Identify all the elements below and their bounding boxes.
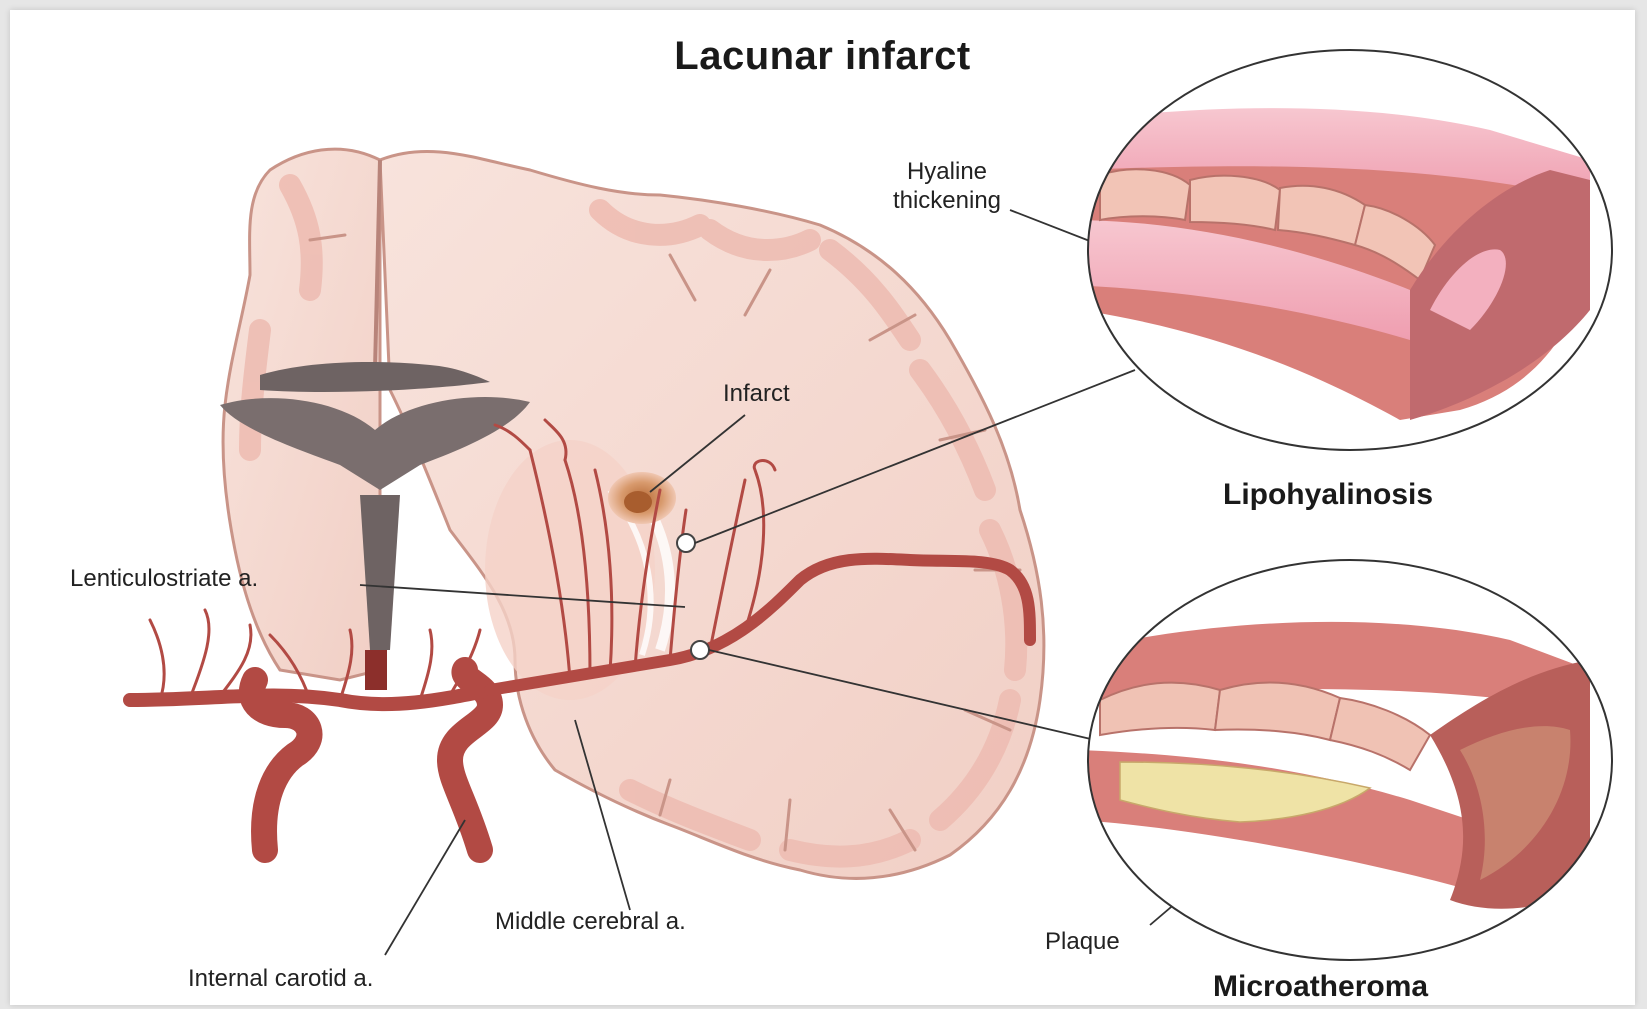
right-hemisphere	[380, 151, 1044, 878]
label-hyaline-thickening: Hyaline thickening	[872, 158, 1022, 216]
label-hyaline-line1: Hyaline	[872, 158, 1022, 187]
label-infarct: Infarct	[723, 380, 790, 409]
label-internal-carotid: Internal carotid a.	[188, 965, 373, 994]
figure-frame: Lacunar infarct Hyaline thickening Infar…	[10, 10, 1635, 1005]
caption-lipohyalinosis: Lipohyalinosis	[1223, 478, 1433, 512]
inset-microatheroma	[1080, 560, 1612, 960]
label-plaque: Plaque	[1045, 928, 1120, 957]
label-lenticulostriate: Lenticulostriate a.	[70, 565, 258, 594]
inset-lipohyalinosis	[1070, 50, 1612, 450]
brain-section	[220, 149, 1044, 878]
figure-title: Lacunar infarct	[10, 34, 1635, 79]
internal-carotid-left	[252, 680, 310, 850]
label-middle-cerebral: Middle cerebral a.	[495, 908, 686, 937]
caption-microatheroma: Microatheroma	[1213, 970, 1428, 1004]
label-hyaline-line2: thickening	[872, 187, 1022, 216]
